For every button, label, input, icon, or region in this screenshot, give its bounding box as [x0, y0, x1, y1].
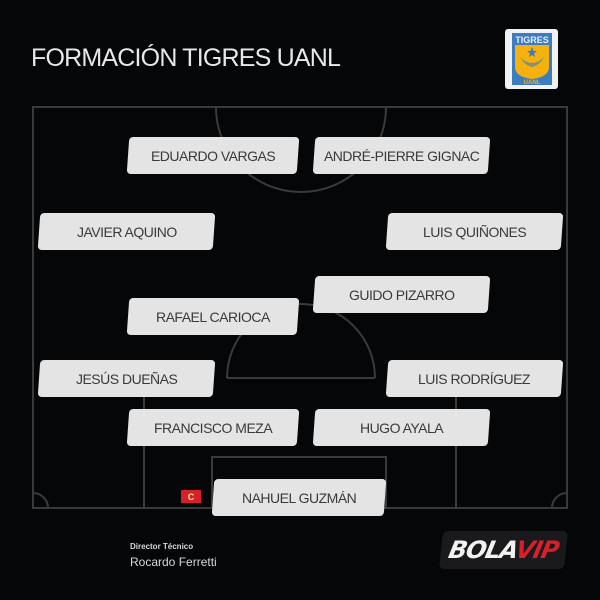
player-card-hugo-ayala[interactable]: HUGO AYALA — [312, 409, 491, 446]
player-name: HUGO AYALA — [359, 419, 444, 436]
captain-badge: C — [181, 490, 201, 503]
player-name: LUIS RODRÍGUEZ — [418, 370, 531, 387]
player-card-andre-pierre-gignac[interactable]: ANDRÉ-PIERRE GIGNAC — [312, 137, 491, 174]
coach-name: Rocardo Ferretti — [130, 555, 217, 569]
player-name: RAFAEL CARIOCA — [156, 308, 270, 325]
player-card-nahuel-guzman[interactable]: NAHUEL GUZMÁN — [211, 479, 387, 516]
player-card-javier-aquino[interactable]: JAVIER AQUINO — [37, 213, 216, 250]
player-name: FRANCISCO MEZA — [153, 419, 273, 436]
player-card-francisco-meza[interactable]: FRANCISCO MEZA — [126, 409, 300, 446]
player-name: ANDRÉ-PIERRE GIGNAC — [323, 147, 480, 164]
player-card-rafael-carioca[interactable]: RAFAEL CARIOCA — [126, 298, 300, 335]
brand-part-1: BOLA — [446, 536, 519, 564]
player-name: GUIDO PIZARRO — [348, 286, 455, 303]
svg-text:TIGRES: TIGRES — [515, 35, 549, 45]
player-card-jesus-duenas[interactable]: JESÚS DUEÑAS — [37, 360, 216, 397]
player-card-luis-quinones[interactable]: LUIS QUIÑONES — [385, 213, 564, 250]
player-name: JESÚS DUEÑAS — [75, 370, 178, 387]
player-card-luis-rodriguez[interactable]: LUIS RODRÍGUEZ — [385, 360, 564, 397]
page-title: FORMACIÓN TIGRES UANL — [31, 44, 341, 72]
player-card-guido-pizarro[interactable]: GUIDO PIZARRO — [312, 276, 491, 313]
svg-text:UANL: UANL — [523, 80, 540, 85]
coach-label: Director Técnico — [130, 542, 194, 551]
player-name: EDUARDO VARGAS — [150, 147, 276, 164]
team-crest: TIGRES UANL — [505, 29, 558, 89]
bolavip-logo: BOLAVIP — [439, 531, 568, 569]
tigres-crest-icon: TIGRES UANL — [511, 33, 552, 85]
player-card-eduardo-vargas[interactable]: EDUARDO VARGAS — [126, 137, 300, 174]
brand-part-2: VIP — [512, 536, 561, 564]
player-name: NAHUEL GUZMÁN — [241, 489, 357, 506]
player-name: JAVIER AQUINO — [76, 223, 177, 240]
player-name: LUIS QUIÑONES — [422, 223, 527, 240]
